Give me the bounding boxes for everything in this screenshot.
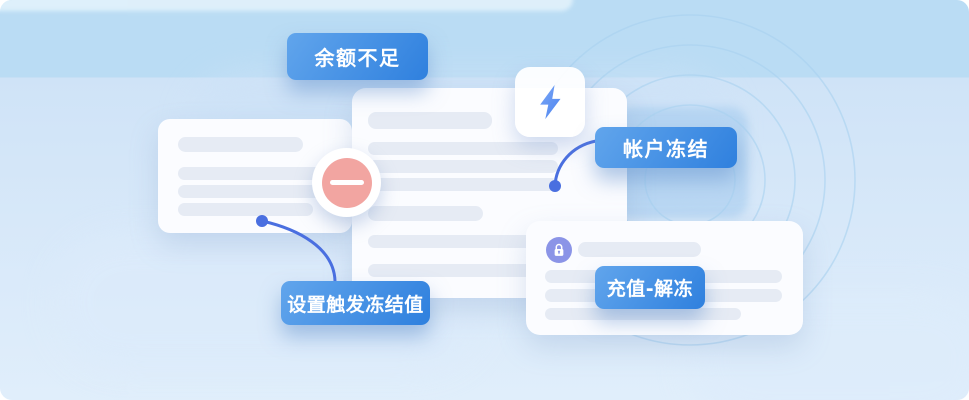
- minus-circle-inner: [321, 157, 372, 208]
- badge-account-frozen[interactable]: 帐户冻结: [595, 127, 737, 168]
- minus-bar: [329, 180, 364, 185]
- background-highlight-strip: [0, 0, 573, 11]
- badge-insufficient-balance[interactable]: 余额不足: [287, 33, 428, 80]
- lock-icon: [546, 237, 572, 263]
- skeleton-line: [545, 308, 741, 320]
- skeleton-line: [368, 160, 558, 173]
- skeleton-line: [368, 178, 558, 191]
- skeleton-line: [178, 203, 313, 216]
- lightning-tile: [515, 67, 585, 137]
- minus-circle-icon: [312, 148, 381, 217]
- skeleton-line: [578, 242, 701, 257]
- skeleton-line: [368, 206, 483, 221]
- skeleton-line: [368, 142, 558, 155]
- skeleton-line: [178, 185, 346, 198]
- skeleton-line: [368, 235, 545, 248]
- badge-recharge-unfreeze[interactable]: 充值-解冻: [595, 266, 705, 309]
- badge-set-trigger-freeze-value[interactable]: 设置触发冻结值: [281, 281, 430, 325]
- lightning-bolt-icon: [540, 84, 561, 120]
- skeleton-line: [178, 137, 303, 152]
- skeleton-line: [368, 112, 492, 129]
- skeleton-line: [368, 264, 545, 277]
- skeleton-line: [178, 167, 346, 180]
